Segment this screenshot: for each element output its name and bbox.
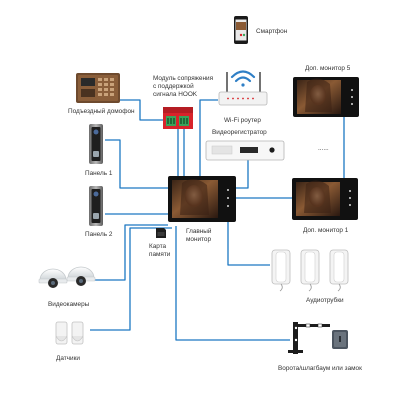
wire-main-to-router [199, 99, 218, 176]
smartphone-device [234, 16, 248, 44]
wire-main-to-cameras [75, 224, 168, 281]
module-device [163, 107, 193, 129]
handset-2 [300, 249, 320, 292]
handset-1 [271, 249, 291, 292]
main-monitor-label-line1: Главный [186, 227, 212, 235]
handsets-label: Аудиотрубки [306, 296, 344, 304]
wire-main-to-recorder [236, 160, 249, 189]
memory-card-label-line2: памяти [149, 251, 171, 258]
gate-label: Ворота/шлагбаум или замок [278, 364, 362, 372]
camera-2 [66, 266, 96, 286]
cameras-label: Видеокамеры [48, 301, 90, 308]
wire-main-to-gate [175, 226, 290, 341]
wire-main-to-handsets [227, 222, 270, 266]
sensor-1 [55, 321, 68, 345]
memory-card-icon [156, 228, 166, 238]
ext-monitor-1-device [292, 178, 358, 220]
main-monitor-device [168, 176, 236, 222]
memory-card-label-line1: Карта [149, 243, 167, 250]
smartphone-label: Смартфон [256, 28, 288, 35]
gate-barrier-icon [288, 322, 330, 354]
handset-3 [329, 249, 349, 292]
wires [75, 99, 345, 341]
sensor-2 [71, 321, 84, 345]
wire-module-to-intercom [120, 99, 168, 121]
panel-2-label: Панель 2 [85, 231, 113, 238]
wifi-router-device [218, 72, 268, 106]
wire-main-to-sensors [90, 227, 172, 331]
ext-monitor-5-label: Доп. монитор 5 [305, 65, 351, 72]
entrance-intercom-device [76, 73, 120, 103]
panel-2-device [89, 186, 103, 226]
video-recorder-label: Видеорегистратор [212, 129, 267, 136]
module-label-line1: Модуль сопряжения [153, 75, 214, 82]
wifi-icon [230, 70, 256, 87]
wifi-router-label: Wi-Fi роутер [224, 117, 261, 124]
wire-main-to-panel1 [105, 139, 168, 189]
dots-separator: ...... [318, 145, 329, 152]
module-label-line3: сигнала HOOK [153, 91, 198, 98]
entrance-intercom-label: Подъездный домофон [68, 107, 135, 115]
ext-monitor-5-device [293, 77, 359, 117]
panel-1-label: Панель 1 [85, 170, 113, 177]
video-recorder-device [205, 140, 285, 161]
sensors-label: Датчики [56, 355, 80, 362]
module-label-line2: с поддержкой [153, 82, 194, 90]
lock-icon [332, 330, 348, 349]
panel-1-device [89, 124, 103, 164]
camera-1 [38, 268, 68, 288]
main-monitor-label-line2: монитор [186, 236, 211, 243]
ext-monitor-1-label: Доп. монитор 1 [303, 227, 349, 234]
